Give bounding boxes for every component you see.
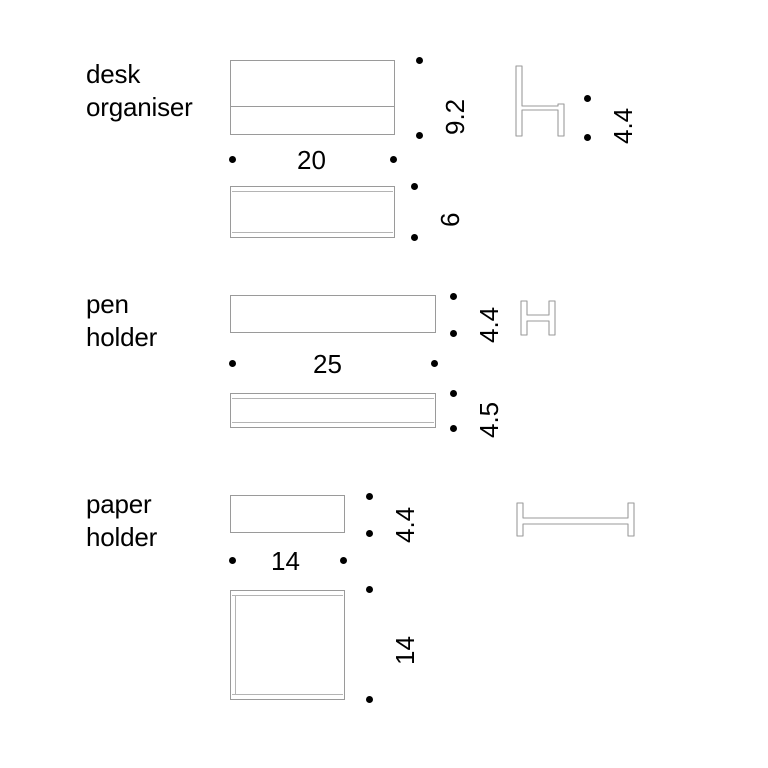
elevation-bottom-rule	[232, 422, 434, 423]
elevation-top-rule	[232, 595, 343, 596]
dim-label-paper-holder-depth: 4.4	[390, 506, 420, 543]
elevation-view-pen-holder	[230, 393, 436, 428]
dim-dot-desk-organiser-height-bottom	[411, 234, 418, 241]
dim-dot-pen-holder-height-top	[450, 390, 457, 397]
dim-dot-pen-holder-width-right	[431, 360, 438, 367]
plan-view-paper-holder	[230, 495, 345, 533]
plan-view-divider	[231, 106, 394, 107]
product-label-paper-holder: paper holder	[86, 489, 158, 553]
dim-dot-desk-organiser-profile-bottom	[584, 134, 591, 141]
dim-dot-desk-organiser-depth-bottom	[416, 132, 423, 139]
dim-dot-paper-holder-height-bottom	[366, 696, 373, 703]
elevation-top-rule	[232, 191, 393, 192]
dim-dot-desk-organiser-profile-top	[584, 95, 591, 102]
dim-dot-pen-holder-depth-bottom	[450, 330, 457, 337]
dim-dot-desk-organiser-height-top	[411, 183, 418, 190]
elevation-left-rule	[235, 595, 236, 694]
dim-label-desk-organiser-profile: 4.4	[608, 107, 638, 144]
side-profile-paper-holder	[512, 498, 642, 548]
dim-label-paper-holder-height: 14	[390, 636, 420, 665]
dim-dot-desk-organiser-width-right	[390, 156, 397, 163]
elevation-view-desk-organiser	[230, 186, 395, 238]
dim-dot-desk-organiser-depth-top	[416, 57, 423, 64]
dim-dot-pen-holder-depth-top	[450, 293, 457, 300]
elevation-bottom-rule	[232, 232, 393, 233]
dim-label-desk-organiser-width: 20	[297, 145, 326, 175]
elevation-bottom-rule	[232, 694, 343, 695]
wide-h-section-icon	[516, 502, 635, 537]
asymmetric-h-section-icon	[515, 65, 565, 137]
side-profile-pen-holder	[516, 296, 564, 344]
dim-dot-pen-holder-width-left	[229, 360, 236, 367]
dim-label-pen-holder-depth: 4.4	[474, 306, 504, 343]
dim-label-pen-holder-height: 4.5	[474, 401, 504, 438]
product-label-pen-holder: pen holder	[86, 289, 158, 353]
plan-view-pen-holder	[230, 295, 436, 333]
dim-dot-desk-organiser-width-left	[229, 156, 236, 163]
product-label-desk-organiser: desk organiser	[86, 59, 193, 123]
dim-dot-paper-holder-width-right	[340, 557, 347, 564]
h-section-icon	[520, 300, 556, 336]
dim-label-pen-holder-width: 25	[313, 349, 342, 379]
dim-label-desk-organiser-height: 6	[435, 212, 465, 227]
dim-label-paper-holder-width: 14	[271, 546, 300, 576]
dim-dot-paper-holder-depth-top	[366, 493, 373, 500]
side-profile-desk-organiser	[510, 62, 580, 142]
dim-dot-paper-holder-depth-bottom	[366, 530, 373, 537]
dim-dot-paper-holder-width-left	[229, 557, 236, 564]
dim-label-desk-organiser-depth: 9.2	[440, 98, 470, 135]
elevation-top-rule	[232, 398, 434, 399]
dim-dot-pen-holder-height-bottom	[450, 425, 457, 432]
elevation-view-paper-holder	[230, 590, 345, 700]
plan-view-desk-organiser	[230, 60, 395, 135]
dim-dot-paper-holder-height-top	[366, 586, 373, 593]
